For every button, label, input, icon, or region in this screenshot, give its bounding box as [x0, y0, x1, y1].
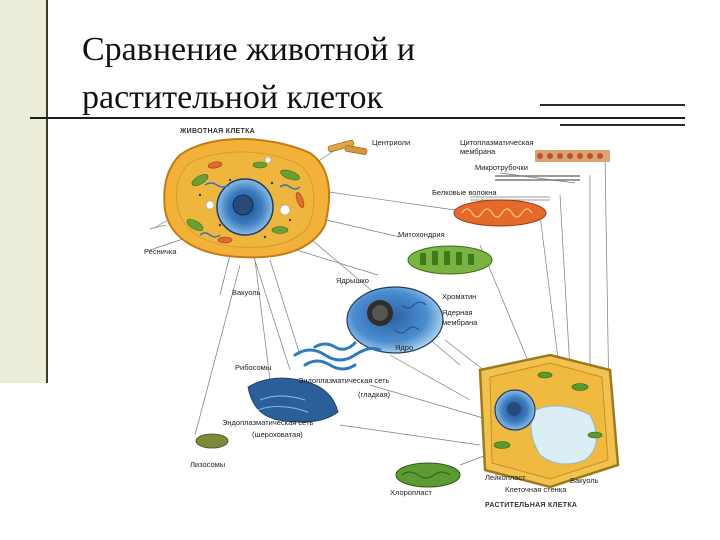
label-cilium: Ресничка [144, 247, 177, 256]
title-underline [30, 117, 685, 119]
plant-cell [478, 353, 620, 489]
label-rough-er-1: Эндоплазматическая сеть [222, 418, 314, 427]
side-bar-divider [46, 0, 48, 383]
title-accent-line [540, 104, 685, 106]
label-cytoplasmic-membrane-2: мембрана [460, 147, 496, 156]
protein-fibers-illustration [470, 196, 550, 201]
label-nuclear-membrane-1: Ядерная [442, 308, 473, 317]
label-vacuole-animal: Вакуоль [232, 288, 261, 297]
label-nuclear-membrane-2: мембрана [442, 318, 478, 327]
title-accent-line-lower [560, 124, 685, 126]
smooth-er-illustration [293, 341, 382, 371]
mitochondria-illustration [453, 199, 547, 227]
label-vacuole-plant: Вакуоль [570, 476, 599, 485]
slide-title-line-2: растительной клеток [82, 79, 384, 116]
label-nucleus: Ядро [395, 343, 413, 352]
label-ribosomes: Рибосомы [235, 363, 271, 372]
label-smooth-er-1: Эндоплазматическая сеть [298, 376, 390, 385]
label-smooth-er-2: (гладкая) [358, 390, 391, 399]
animal-cell-title: ЖИВОТНАЯ КЛЕТКА [179, 128, 255, 135]
label-protein-fibers: Белковые волокна [432, 188, 497, 197]
nucleus-illustration [346, 286, 444, 354]
label-centrioles: Центриоли [372, 138, 410, 147]
membrane-illustration [535, 150, 610, 162]
label-chloroplast: Хлоропласт [390, 488, 432, 497]
slide-title: Сравнение животной и растительной клеток [82, 26, 415, 122]
label-nucleolus: Ядрышко [336, 276, 369, 285]
centrioles-illustration [327, 139, 368, 155]
label-microtubules: Микротрубочки [475, 163, 528, 172]
chloroplast-stack-illustration [407, 245, 493, 275]
label-cell-wall: Клеточная стенка [505, 485, 567, 494]
decorative-side-bar [0, 0, 46, 383]
microtubules-illustration [495, 172, 580, 184]
label-lysosomes: Лизосомы [190, 460, 225, 469]
label-chromatin: Хроматин [442, 292, 476, 301]
cell-comparison-figure: ЖИВОТНАЯ КЛЕТКА Центриоли Цитоплазматиче… [140, 125, 630, 515]
label-mitochondria: Митохондрия [398, 230, 445, 239]
cell-diagram: ЖИВОТНАЯ КЛЕТКА Центриоли Цитоплазматиче… [144, 128, 620, 509]
chloroplast-illustration [395, 462, 461, 488]
label-cytoplasmic-membrane-1: Цитоплазматическая [460, 138, 534, 147]
slide-title-line-1: Сравнение животной и [82, 31, 416, 68]
lysosome-illustration [195, 433, 229, 449]
rough-er-illustration [247, 377, 339, 423]
label-rough-er-2: (шероховатая) [252, 430, 303, 439]
plant-cell-title: РАСТИТЕЛЬНАЯ КЛЕТКА [485, 502, 577, 509]
animal-cell [149, 138, 331, 259]
label-leucoplast: Лейкопласт [485, 473, 526, 482]
